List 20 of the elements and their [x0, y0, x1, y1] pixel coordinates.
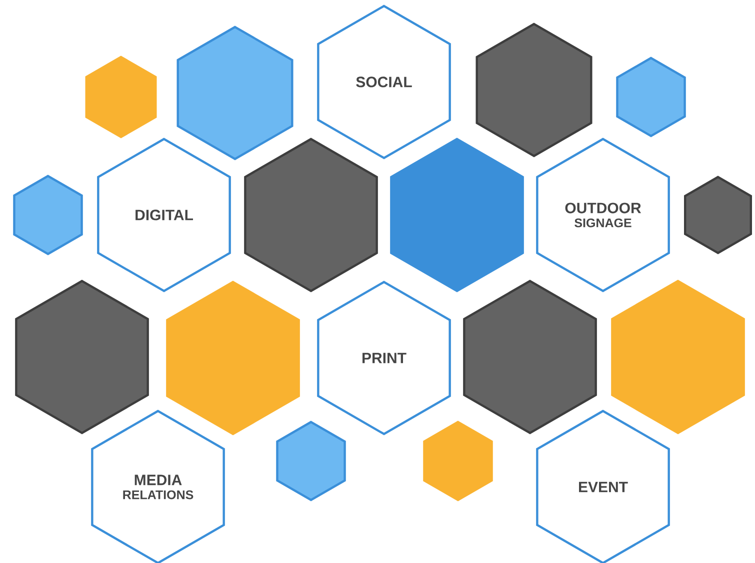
hexagon [616, 56, 686, 138]
hexagon: EVENT [536, 410, 670, 563]
hexagon [390, 138, 524, 292]
hexagon [15, 280, 149, 434]
hexagon [476, 22, 592, 158]
hexagon: OUTDOOR SIGNAGE [536, 138, 670, 292]
hexagon [166, 280, 300, 436]
hexagon [85, 56, 157, 138]
hexagon [423, 420, 493, 502]
hexagon: MEDIA RELATIONS [91, 410, 225, 563]
hexagon: DIGITAL [97, 138, 231, 292]
hexagon [611, 280, 745, 434]
hexagon: SOCIAL [317, 4, 451, 160]
hexagon: PRINT [317, 280, 451, 436]
hexagon [13, 174, 83, 256]
hexagon [684, 176, 752, 254]
hexagon [176, 26, 294, 160]
hexagon [244, 138, 378, 292]
hexagon [463, 280, 597, 434]
hexagon [276, 420, 346, 502]
